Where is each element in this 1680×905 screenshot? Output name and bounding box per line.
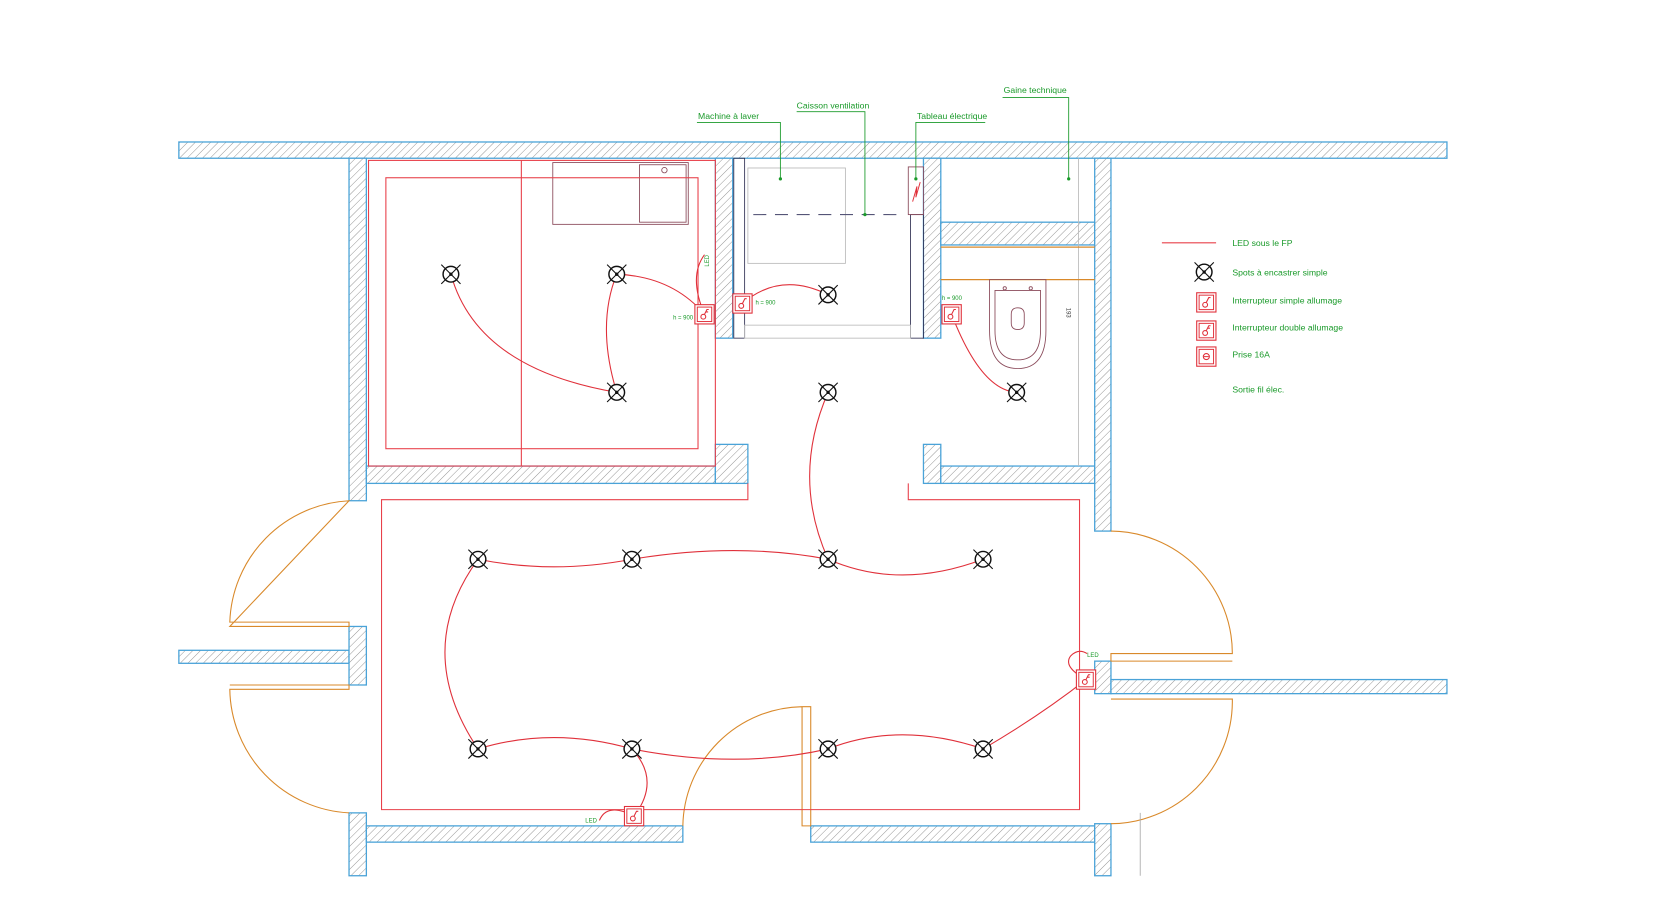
legend-double-switch: Interrupteur double allumage xyxy=(1232,323,1343,333)
led-annotation: LED xyxy=(705,254,711,266)
spot-light-icon xyxy=(817,738,839,760)
led-annotation: LED xyxy=(585,819,597,825)
ventilation-box-label: Caisson ventilation xyxy=(797,100,870,110)
legend-socket-icon xyxy=(1196,346,1217,367)
spot-light-icon xyxy=(606,263,628,285)
legend-socket: Prise 16A xyxy=(1232,350,1270,360)
legend: LED sous le FP Spots à encastrer simple … xyxy=(1161,238,1343,394)
spot-light-icon xyxy=(440,263,462,285)
height-annotation: h = 900 xyxy=(755,301,776,307)
spot-light-icon xyxy=(817,284,839,306)
legend-double-switch-icon xyxy=(1196,320,1217,341)
height-annotation: h = 900 xyxy=(673,316,694,322)
walls xyxy=(178,141,1448,877)
single-switch-icon xyxy=(941,304,962,325)
spot-light-icon xyxy=(972,548,994,570)
spot-light-icon xyxy=(972,738,994,760)
switches xyxy=(623,293,1097,827)
toilet xyxy=(989,279,1047,369)
single-switch-icon xyxy=(732,293,753,314)
wiring xyxy=(444,254,1088,821)
legend-led: LED sous le FP xyxy=(1232,238,1292,248)
led-strips xyxy=(367,159,1081,811)
spot-light-icon xyxy=(467,738,489,760)
double-switch-icon xyxy=(1075,669,1097,690)
spot-light-icon xyxy=(621,738,643,760)
legend-single-switch: Interrupteur simple allumage xyxy=(1232,295,1342,305)
height-annotation: h = 900 xyxy=(942,296,963,302)
callout-washing-machine: Machine à laver xyxy=(696,111,783,181)
furniture xyxy=(552,157,1095,467)
double-switch-icon xyxy=(694,304,715,325)
legend-single-switch-icon xyxy=(1196,292,1217,313)
technical-shaft-label: Gaine technique xyxy=(1004,85,1067,95)
spot-light-icon xyxy=(621,548,643,570)
spot-light-icon xyxy=(1006,381,1028,403)
legend-spot: Spots à encastrer simple xyxy=(1232,267,1327,277)
doors xyxy=(228,500,1233,876)
wc-dimension: 193 xyxy=(1065,308,1071,319)
spot-light-icon xyxy=(606,381,628,403)
callout-ventilation-box: Caisson ventilation xyxy=(796,100,870,217)
washing-machine-label: Machine à laver xyxy=(698,111,759,121)
led-annotation: LED xyxy=(1087,653,1099,659)
electrical-panel-label: Tableau électrique xyxy=(917,111,987,121)
spot-light-icon xyxy=(817,548,839,570)
spot-light-icon xyxy=(817,381,839,403)
callout-technical-shaft: Gaine technique xyxy=(1002,85,1071,181)
legend-wire-outlet: Sortie fil élec. xyxy=(1232,384,1284,394)
spot-light-icon xyxy=(467,548,489,570)
callout-electrical-panel: Tableau électrique xyxy=(914,111,987,181)
single-switch-icon xyxy=(623,805,645,827)
legend-spot-icon xyxy=(1193,261,1215,283)
